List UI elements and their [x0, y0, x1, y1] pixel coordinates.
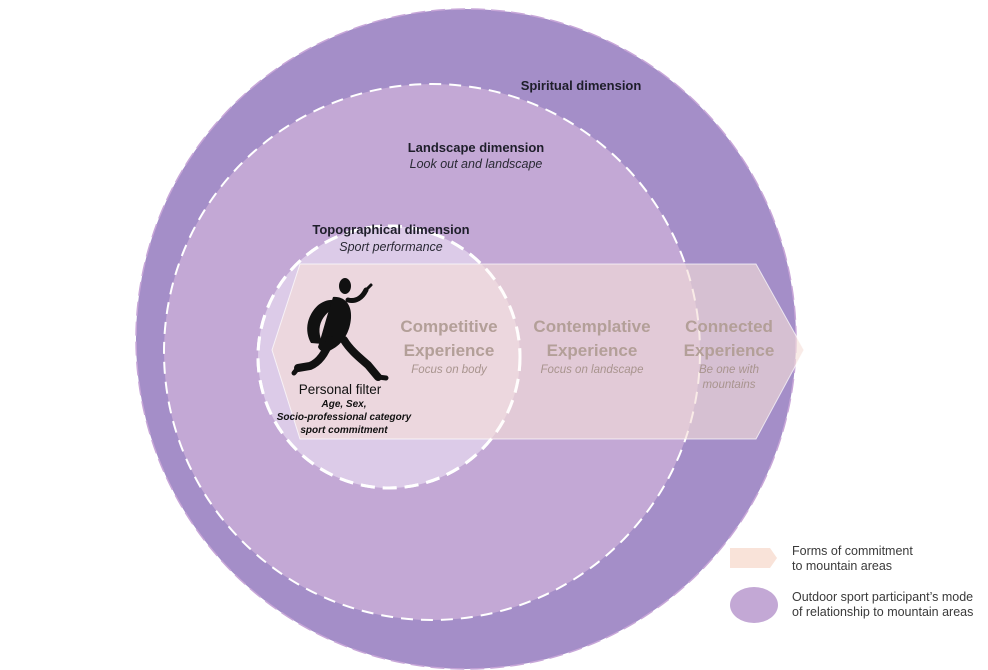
legend-circle-label: Outdoor sport participant’s mode of rela… — [792, 590, 973, 620]
legend-circle-line-1: Outdoor sport participant’s mode — [792, 590, 974, 604]
personal-filter-line-3: sport commitment — [300, 425, 388, 436]
competitive-experience-title-2: Experience — [404, 341, 495, 360]
topographical-dashed-edge — [256, 224, 522, 490]
connected-experience-title-2: Experience — [684, 341, 775, 360]
commitment-arrow — [271, 263, 805, 440]
circle-shape-icon — [730, 587, 778, 623]
topographical-dimension-title: Topographical dimension — [312, 222, 469, 237]
competitive-experience-subtitle: Focus on body — [411, 364, 488, 376]
legend-arrow-line-1: Forms of commitment — [792, 544, 913, 558]
connected-experience-subtitle-2: mountains — [702, 379, 755, 391]
running-person-icon — [291, 278, 389, 381]
connected-experience-title-1: Connected — [685, 317, 773, 336]
spiritual-dimension-title: Spiritual dimension — [521, 78, 642, 93]
legend-arrow-label: Forms of commitment to mountain areas — [792, 544, 913, 574]
personal-filter-line-1: Age, Sex, — [320, 399, 366, 410]
topographical-dimension-subtitle: Sport performance — [339, 240, 443, 254]
arrow-shape-icon — [730, 548, 777, 568]
contemplative-experience-title-1: Contemplative — [533, 317, 650, 336]
personal-filter-line-2: Socio-professional category — [277, 412, 412, 423]
legend-circle-line-2: of relationship to mountain areas — [792, 605, 974, 619]
legend-arrow-line-2: to mountain areas — [792, 559, 893, 573]
landscape-dimension-title: Landscape dimension — [408, 140, 545, 155]
contemplative-experience-title-2: Experience — [547, 341, 638, 360]
contemplative-experience-subtitle: Focus on landscape — [541, 364, 644, 376]
competitive-experience-title-1: Competitive — [400, 317, 497, 336]
connected-experience-subtitle-1: Be one with — [699, 364, 759, 376]
landscape-dimension-subtitle: Look out and landscape — [410, 157, 543, 171]
personal-filter-title: Personal filter — [299, 382, 382, 397]
